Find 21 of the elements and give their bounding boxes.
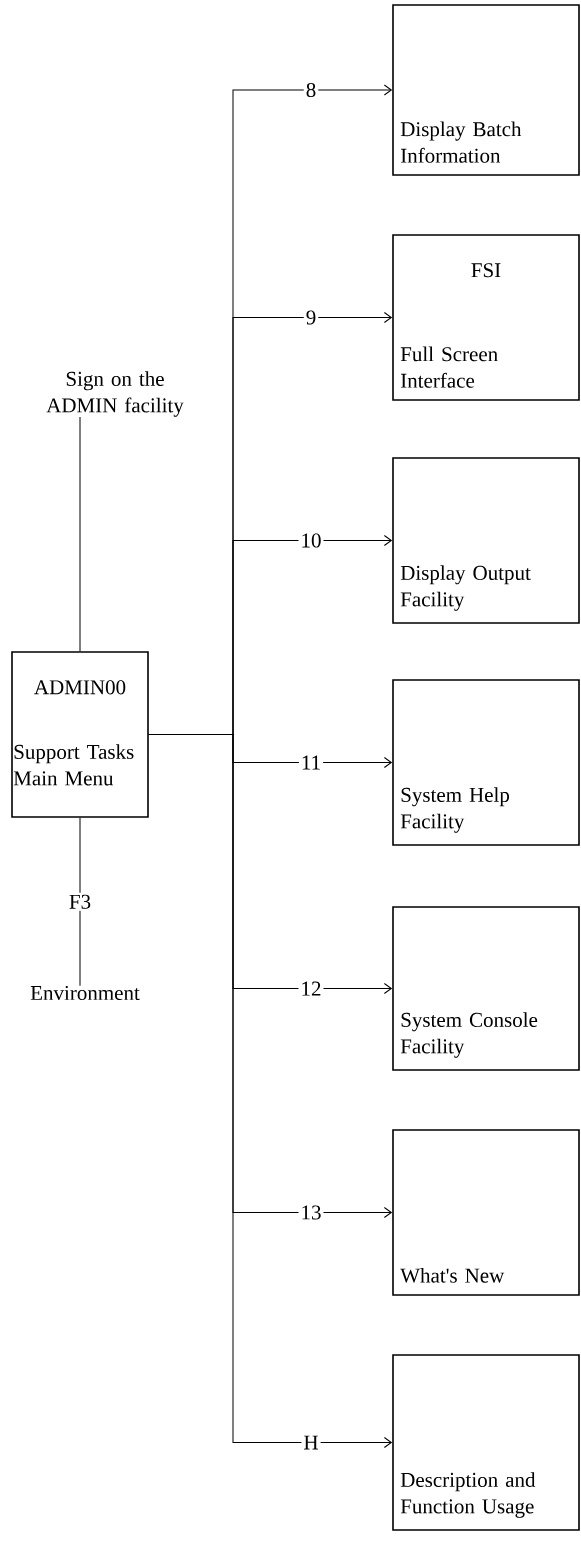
edge-label: 10 — [298, 531, 324, 550]
function-box: System Console Facility — [392, 906, 580, 1071]
note-text: Environment — [30, 985, 140, 1001]
edge-label: 9 — [303, 308, 319, 327]
function-box: System Help Facility — [392, 679, 580, 846]
edge-label: H — [301, 1433, 321, 1452]
connector-line — [79, 416, 81, 652]
edge-label: 8 — [303, 80, 319, 100]
function-box: Display Batch Information — [392, 4, 580, 176]
edge-label: 13 — [298, 1203, 324, 1222]
function-box: What's New — [392, 1129, 580, 1296]
connector-line — [79, 817, 81, 987]
function-box: Display Output Facility — [392, 457, 580, 624]
edge-label: 11 — [298, 753, 324, 772]
menu-box: ADMIN00 Support Tasks Main Menu — [11, 651, 149, 818]
arrow — [148, 734, 392, 1448]
note-text: Sign on the ADMIN facility — [46, 371, 184, 417]
function-box: Description and Function Usage — [392, 1354, 580, 1531]
function-box: FSI Full Screen Interface — [392, 234, 580, 401]
edge-label: F3 — [66, 892, 94, 911]
edge-label: 12 — [298, 979, 324, 998]
